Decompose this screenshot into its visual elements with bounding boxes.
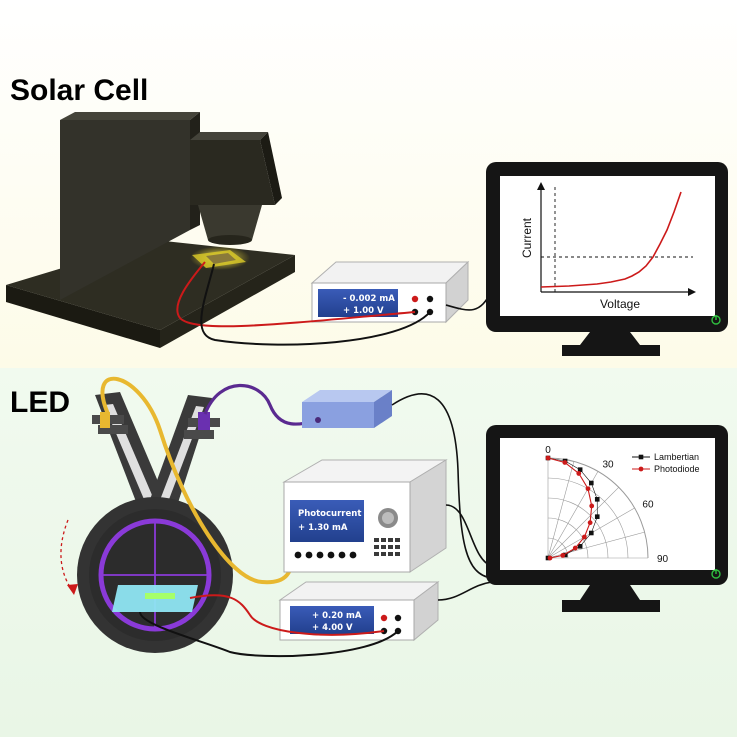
led-meter-data-cable — [437, 581, 493, 601]
led-title: LED — [10, 386, 70, 419]
solar-meter-current-readout: - 0.002 mA — [343, 294, 395, 304]
purple-optical-fiber — [203, 383, 319, 426]
photocurrent-data-cable — [445, 504, 493, 567]
solar-black-wire — [200, 263, 431, 346]
legend-marker-square — [638, 454, 644, 460]
polar-grid-spoke — [547, 471, 599, 559]
photocurrent-label: Photocurrent — [298, 509, 361, 519]
photocurrent-display — [290, 500, 364, 542]
polar-grid-spoke — [547, 487, 619, 559]
polar-series-line — [547, 457, 593, 559]
polar-angle-tick-label: 30 — [603, 460, 615, 471]
solar-simulator — [6, 112, 295, 348]
polar-point-photodiode — [545, 455, 551, 461]
polar-series-line — [547, 457, 598, 559]
legend-label: Photodiode — [654, 464, 700, 474]
iv-xlabel: Voltage — [600, 297, 640, 311]
led-black-wire — [139, 611, 399, 658]
goniometer — [60, 392, 233, 653]
rotation-arrow — [60, 519, 73, 591]
polar-point-lambertian — [589, 480, 594, 486]
polar-point-photodiode — [547, 555, 553, 561]
iv-ylabel: Current — [520, 217, 534, 258]
photocurrent-meter: Photocurrent + 1.30 mA — [282, 459, 448, 573]
polar-point-photodiode — [589, 503, 595, 509]
polar-point-photodiode — [581, 534, 587, 540]
led-meter-voltage-readout: + 4.00 V — [312, 623, 353, 633]
terminal-red — [380, 614, 388, 622]
polar-series — [545, 455, 600, 561]
solar-red-wire — [176, 261, 416, 328]
polar-angle-tick-label: 0 — [545, 445, 551, 456]
terminal-black — [426, 295, 434, 303]
yellow-optical-fiber — [100, 376, 298, 585]
legend-marker-circle — [638, 466, 644, 472]
led-source-meter: + 0.20 mA + 4.00 V — [278, 581, 440, 642]
solar-meter-voltage-readout: + 1.00 V — [343, 306, 384, 316]
led-red-wire — [189, 594, 385, 636]
polar-point-lambertian — [594, 514, 600, 519]
polar-point-lambertian — [577, 544, 583, 549]
light-source-cable — [391, 393, 493, 579]
polar-point-photodiode — [576, 471, 582, 476]
solar-meter-display — [318, 289, 398, 317]
photocurrent-keypad — [374, 538, 400, 556]
solar-cell-title: Solar Cell — [10, 74, 148, 107]
light-source-box — [302, 390, 392, 428]
polar-grid-spoke — [547, 461, 575, 559]
polar-angle-tick-label: 90 — [657, 554, 669, 565]
polar-point-lambertian — [577, 467, 583, 472]
polar-point-photodiode — [572, 545, 578, 551]
terminal-red — [411, 295, 419, 303]
solar-source-meter: - 0.002 mA + 1.00 V — [310, 260, 470, 324]
polar-point-photodiode — [562, 460, 568, 465]
iv-curve — [540, 191, 682, 288]
polar-point-photodiode — [560, 552, 566, 558]
polar-point-photodiode — [585, 486, 591, 492]
led-meter-display — [290, 606, 374, 634]
polar-point-photodiode — [587, 520, 593, 526]
polar-point-lambertian — [594, 497, 600, 502]
legend-label: Lambertian — [654, 452, 699, 462]
led-meter-current-readout: + 0.20 mA — [312, 611, 362, 621]
photocurrent-readout: + 1.30 mA — [298, 523, 348, 533]
photocurrent-terminals — [294, 551, 357, 559]
polar-point-lambertian — [589, 530, 594, 536]
polar-angle-tick-label: 60 — [642, 500, 654, 511]
polar-angle-ticks: 0 30 60 90 — [545, 445, 668, 565]
terminal-black — [394, 614, 402, 622]
iv-chart: Voltage Current — [520, 182, 696, 311]
